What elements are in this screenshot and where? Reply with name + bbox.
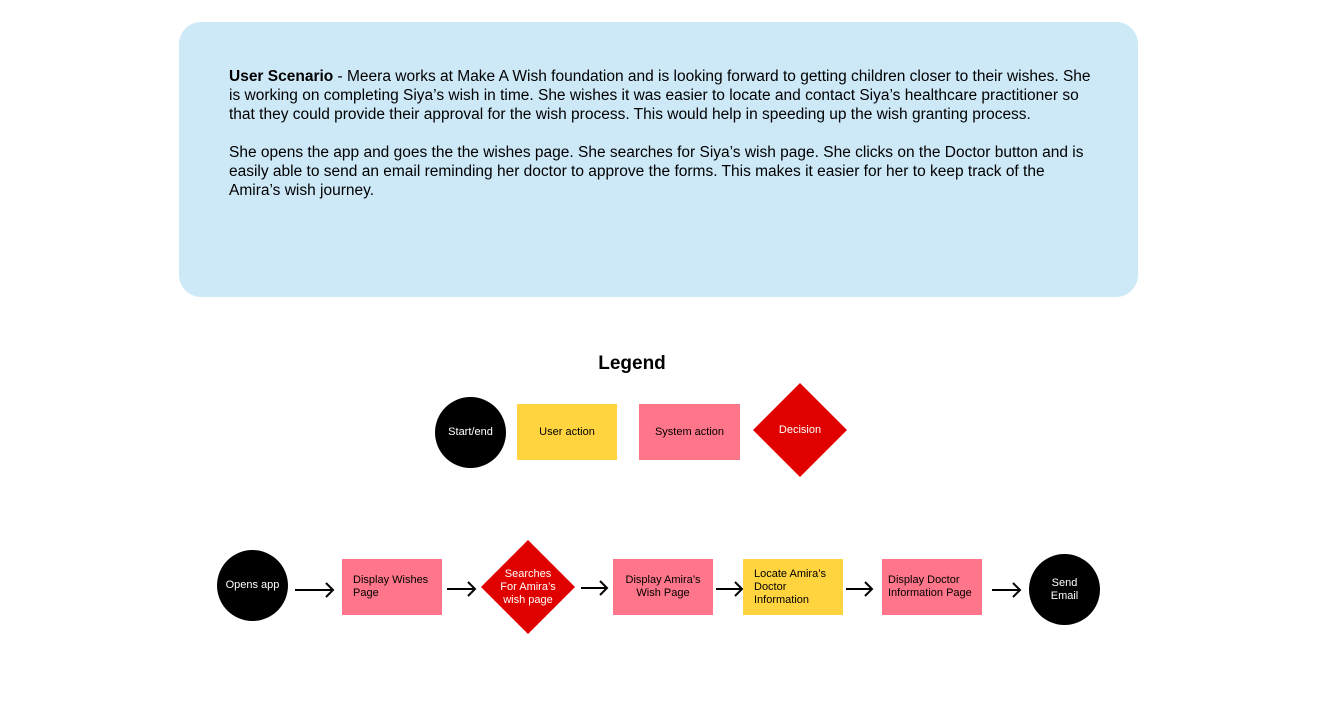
flow-step-searches-wish-page: Searches For Amira’s wish page — [481, 540, 575, 634]
legend-start-end: Start/end — [435, 397, 506, 468]
flow-step-display-doctor-info-page: Display Doctor Information Page — [882, 559, 982, 615]
flow-step-display-wishes-page: Display Wishes Page — [342, 559, 442, 615]
legend-title: Legend — [598, 353, 666, 374]
scenario-paragraph-1: User Scenario - Meera works at Make A Wi… — [229, 67, 1092, 124]
scenario-title: User Scenario — [229, 68, 334, 85]
flow-step-display-wish-page: Display Amira’s Wish Page — [613, 559, 713, 615]
legend-start-end-label: Start/end — [448, 426, 493, 438]
flow-step-2-label: Display Wishes Page — [353, 574, 429, 599]
flow-step-7-label: Send Email — [1050, 576, 1079, 602]
legend-user-action-label: User action — [539, 425, 595, 438]
flow-step-1-label: Opens app — [225, 579, 280, 591]
arrow-icon — [581, 580, 609, 596]
decision-diamond-shape — [481, 540, 575, 634]
legend-user-action: User action — [517, 404, 617, 460]
arrow-icon — [447, 581, 477, 597]
flow-step-send-email: Send Email — [1029, 554, 1100, 625]
legend-system-action: System action — [639, 404, 740, 460]
flow-step-3-label: Searches For Amira’s wish page — [500, 567, 556, 606]
legend-decision-shape — [753, 383, 847, 477]
flow-step-6-label: Display Doctor Information Page — [888, 574, 972, 599]
flow-step-opens-app: Opens app — [217, 550, 288, 621]
legend-decision: Decision — [753, 383, 847, 477]
arrow-icon — [992, 582, 1022, 598]
scenario-paragraph-1-text: - Meera works at Make A Wish foundation … — [229, 68, 1091, 123]
arrow-icon — [846, 581, 874, 597]
flow-step-locate-doctor-info: Locate Amira’s Doctor Information — [743, 559, 843, 615]
arrow-icon — [716, 581, 744, 597]
flow-step-4-label: Display Amira’s Wish Page — [625, 574, 701, 599]
legend-system-action-label: System action — [654, 425, 725, 438]
flow-step-5-label: Locate Amira’s Doctor Information — [754, 567, 826, 606]
arrow-icon — [295, 582, 335, 598]
legend-decision-label: Decision — [778, 423, 822, 436]
scenario-paragraph-2: She opens the app and goes the the wishe… — [229, 144, 1084, 199]
user-scenario-panel: User Scenario - Meera works at Make A Wi… — [179, 22, 1138, 297]
